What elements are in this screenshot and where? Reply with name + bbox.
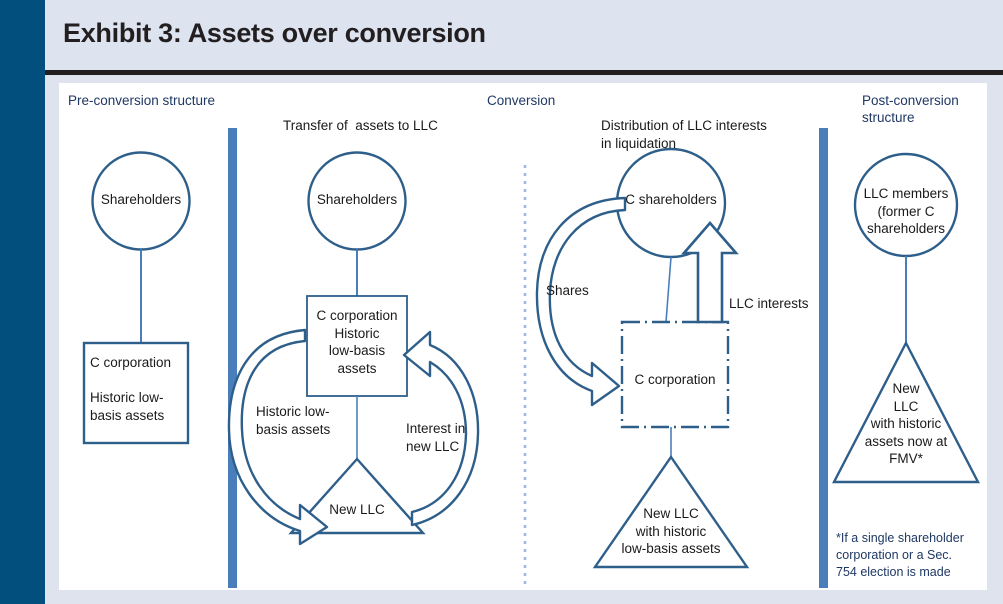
new-llc-label-distribution: New LLC with historic low-basis assets xyxy=(621,506,721,556)
page-title: Exhibit 3: Assets over conversion xyxy=(63,18,486,48)
c-corporation-label-dashed: C corporation xyxy=(634,372,716,387)
arrow-label-interest-new-llc: Interest in new LLC xyxy=(406,421,466,454)
c-shareholders-label: C shareholders xyxy=(625,192,717,207)
panel-heading-distribution: Distribution of LLC interests in liquida… xyxy=(601,118,767,151)
brand-accent-bar xyxy=(0,0,45,604)
section-label-pre-conversion: Pre-conversion structure xyxy=(68,93,216,108)
c-corporation-label-pre: C corporation Historic low- basis assets xyxy=(90,355,172,423)
arrow-label-historic-assets: Historic low- basis assets xyxy=(256,404,331,437)
panel-heading-transfer: Transfer of assets to LLC xyxy=(283,118,438,133)
header-divider-rule xyxy=(45,70,1003,75)
c-corporation-label-transfer: C corporation Historic low-basis assets xyxy=(316,308,398,376)
diagram-canvas xyxy=(59,83,987,590)
section-label-conversion: Conversion xyxy=(487,93,556,108)
new-llc-label-post: New LLC with historic assets now at FMV* xyxy=(864,381,948,466)
section-label-post-conversion: Post-conversion structure xyxy=(862,93,959,125)
header-band xyxy=(45,0,1003,70)
shareholders-label-pre: Shareholders xyxy=(100,192,182,207)
arrow-label-shares: Shares xyxy=(546,283,589,298)
llc-members-label: LLC members (former C shareholders xyxy=(863,186,949,236)
shareholders-label-transfer: Shareholders xyxy=(316,192,398,207)
new-llc-label-transfer: New LLC xyxy=(329,502,385,517)
arrow-label-llc-interests: LLC interests xyxy=(729,296,809,311)
footnote-text: *If a single shareholder corporation or … xyxy=(836,531,964,579)
